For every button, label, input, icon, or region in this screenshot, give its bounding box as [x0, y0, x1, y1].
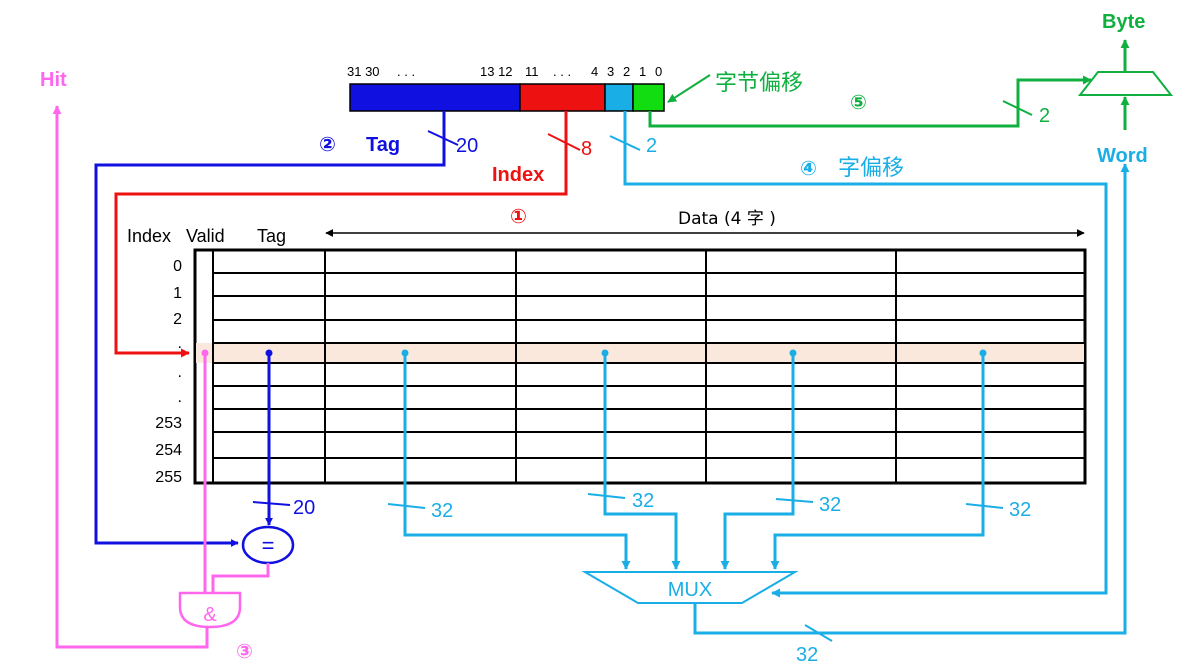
data2-width: 32 — [819, 494, 841, 516]
data1-width: 32 — [632, 490, 654, 512]
data3-width-slash — [965, 503, 1004, 509]
step-4: ④ — [800, 156, 817, 180]
step-1: ① — [510, 204, 527, 228]
byte-offset-path — [648, 75, 1092, 128]
address-tag-field — [349, 83, 521, 112]
tag-width: 20 — [456, 135, 478, 157]
tag-width-slash — [427, 130, 459, 146]
cache-table-frame — [193, 248, 1087, 485]
word-label: Word — [1097, 145, 1148, 167]
byte-offset-callout-arrow — [667, 74, 711, 103]
mux-out-width-slash — [804, 624, 833, 642]
data-line-0 — [403, 353, 631, 570]
row-index-label: . — [178, 364, 182, 381]
byte-label: Byte — [1102, 11, 1145, 33]
tag-out-width-slash — [252, 501, 291, 506]
word-offset-path — [623, 111, 1108, 598]
word-offset-width-slash — [609, 135, 641, 151]
index-width-slash — [547, 133, 581, 151]
selected-row-highlight — [196, 343, 1084, 363]
cache-table: 0 1 2... 253 254 255 — [155, 248, 1087, 486]
and-gate-symbol: & — [203, 604, 217, 626]
bit-label-2: 2 — [623, 64, 630, 79]
word-offset-label: 字偏移 — [838, 156, 904, 181]
step-3: ③ — [236, 639, 253, 663]
data-line-3 — [770, 353, 985, 570]
step-2: ② — [319, 132, 336, 156]
tag-label: Tag — [366, 134, 400, 156]
address-word-offset-field — [604, 83, 634, 112]
row-index-label: 2 — [173, 311, 182, 328]
bit-label-4: 4 — [591, 64, 598, 79]
row-index-label: . — [178, 335, 182, 352]
word-offset-width: 2 — [646, 135, 657, 157]
data0-width: 32 — [431, 500, 453, 522]
row-index-label: 254 — [155, 442, 182, 459]
data3-width: 32 — [1009, 499, 1031, 521]
col-header-tag: Tag — [257, 226, 286, 246]
byte-offset-width-slash — [1002, 100, 1033, 116]
mux-label: MUX — [668, 579, 712, 601]
byte-offset-width: 2 — [1039, 105, 1050, 127]
byte-selector — [1077, 71, 1174, 96]
row-index-label: 253 — [155, 415, 182, 432]
index-path — [114, 111, 568, 358]
tag-comparator-symbol: = — [262, 533, 275, 558]
mux-output-path — [693, 163, 1130, 635]
row-index-label: 255 — [155, 469, 182, 486]
bit-label-11: 11 — [525, 64, 539, 79]
mux-out-width: 32 — [796, 644, 818, 666]
bit-label-31-30: 31 30 — [347, 64, 380, 79]
index-width: 8 — [581, 138, 592, 160]
tag-out-width: 20 — [293, 497, 315, 519]
step-5: ⑤ — [850, 90, 867, 114]
bit-label-0: 0 — [655, 64, 662, 79]
address-byte-offset-field — [632, 83, 665, 112]
row-labels: 0 1 2... 253 254 255 — [155, 258, 182, 486]
row-index-label: . — [178, 389, 182, 406]
bit-label-3: 3 — [607, 64, 614, 79]
byte-offset-label: 字节偏移 — [715, 71, 803, 96]
row-index-label: 0 — [173, 258, 182, 275]
data0-width-slash — [387, 503, 426, 509]
bit-label-1: 1 — [639, 64, 646, 79]
hit-path — [52, 105, 209, 649]
data-line-1 — [603, 353, 681, 570]
mux — [581, 571, 799, 604]
compare-to-and-line — [211, 563, 270, 593]
index-label: Index — [492, 164, 544, 186]
row-lines — [213, 272, 1085, 459]
bit-label-dots-high: . . . — [397, 64, 415, 79]
data2-width-slash — [775, 498, 814, 503]
hit-label: Hit — [40, 69, 67, 91]
address-register — [349, 83, 665, 112]
address-index-field — [519, 83, 606, 112]
bit-label-dots-low: . . . — [553, 64, 571, 79]
row-index-label: 1 — [173, 285, 182, 302]
col-header-valid: Valid — [186, 226, 225, 246]
data1-width-slash — [587, 493, 626, 499]
address-bit-labels: 31 30 . . . 13 12 11 . . . 4 3 2 1 0 — [347, 64, 662, 79]
tag-path — [94, 111, 446, 547]
col-header-index: Index — [127, 226, 171, 246]
and-gate — [178, 591, 242, 629]
data-line-2 — [720, 353, 795, 570]
col-header-data: Data (4 字 ) — [678, 209, 776, 229]
col-lines — [212, 250, 897, 483]
table-header: Index Valid Tag Data (4 字 ) — [127, 209, 776, 246]
bit-label-13-12: 13 12 — [480, 64, 513, 79]
